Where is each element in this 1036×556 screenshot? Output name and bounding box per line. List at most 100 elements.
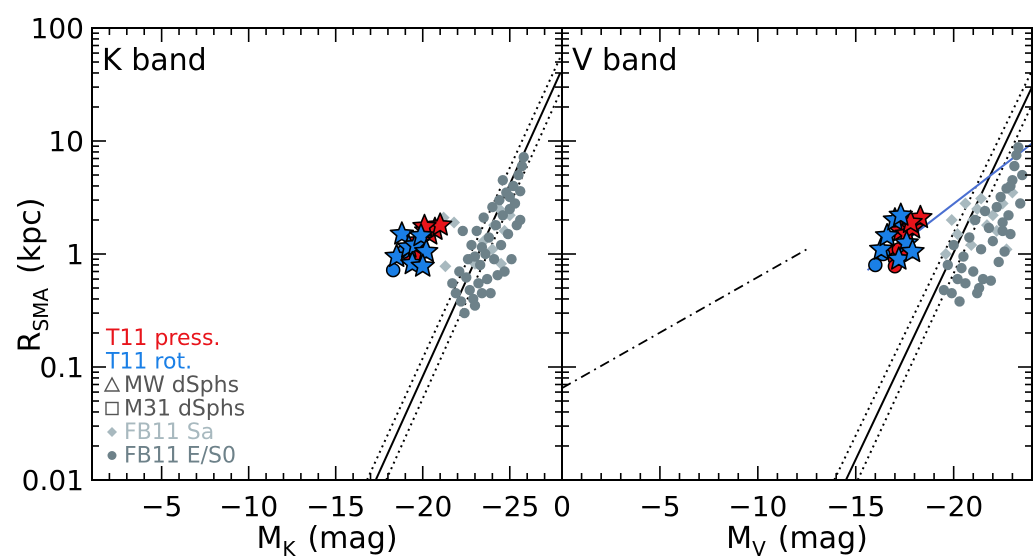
fb11-es0-circle-10 [970,214,981,226]
t11-rot-star-7 [410,253,435,277]
m31-dsph-square-12 [733,317,744,328]
y-tick-label: 0.01 [22,464,84,497]
fb11-es0-circle-4 [952,273,963,285]
x-tick-label: −10 [728,490,787,523]
fb11-sa-diamond-1 [448,216,461,229]
x-tick-label: −25 [480,490,539,523]
fb11-es0-circle-7 [466,239,477,251]
legend-entry-label: FB11 E/S0 [124,444,236,469]
mw-dsph-triangle-14 [780,309,794,321]
mw-dsph-triangle-13 [761,315,775,327]
fb11-es0-circle-42 [504,191,515,203]
fb11-es0-circle-20 [995,191,1006,203]
x-tick-label: −15 [306,490,365,523]
fb11-es0-circle-18 [991,201,1002,213]
fb11-es0-circle-14 [478,212,489,223]
relation-line-dotted-1 [833,70,1032,480]
fb11-es0-circle-22 [999,246,1010,257]
fb11-es0-circle-23 [494,194,505,206]
mw-dsph-triangle-3 [651,372,665,384]
fb11-es0-circle-37 [518,151,529,163]
y-tick-label: 1 [66,238,84,271]
m31-dsph-square-10 [725,293,736,304]
fb11-es0-circle-11 [473,278,484,289]
m31-dsph-square-0 [686,296,697,307]
fb11-sa-diamond-6 [975,192,988,205]
fb11-es0-circle-33 [997,225,1008,237]
y-axis-label-unit: (kpc) [13,198,48,274]
y-axis-label-main: R [13,332,48,353]
t11-rot-circle-0 [385,262,401,278]
fb11-es0-circle-3 [948,239,959,251]
legend-triangle-marker [103,376,121,392]
y-axis-label-sub: SMA [29,288,53,332]
x-axis-label-unit: (mag) [778,521,868,556]
fb11-es0-circle-27 [1009,160,1020,172]
x-axis-label-main: M [726,521,752,556]
legend-entry-label: T11 press. [105,326,220,351]
fb11-es0-circle-4 [457,225,468,237]
relation-line-dotted-2 [385,91,562,480]
panel-plot-area [366,56,562,480]
x-tick-label: −10 [219,490,278,523]
m31-dsph-square-3 [701,311,712,322]
fb11-es0-circle-0 [447,278,458,289]
fb11-es0-circle-29 [1013,142,1024,153]
m31-dsph-square-20 [768,293,779,304]
mw-dsph-triangle-15 [790,306,804,318]
fb11-es0-circle-12 [975,244,987,255]
x-tick-label: −15 [826,490,885,523]
t11-rot-star-0 [869,236,894,260]
series-fb11-es0-circle [938,142,1028,307]
fb11-es0-circle-10 [471,225,482,237]
m31-dsph-square-14 [741,288,752,299]
m31-dsph-square-2 [696,333,707,344]
m31-dsph-square-23 [772,236,783,247]
band-label: V band [572,43,678,78]
y-axis-label: RSMA (kpc) [13,198,53,353]
fb11-sa-diamond-0 [939,248,952,260]
panel-plot-area [562,70,1032,480]
fb11-es0-circle-19 [993,256,1004,268]
mw-dsph-triangle-1 [608,428,622,440]
x-axis-label: MK(mag) [256,521,397,556]
x-axis-label-main: M [256,521,282,556]
fb11-es0-circle-28 [502,228,514,240]
fb11-es0-circle-5 [954,296,965,307]
mw-dsph-triangle-7 [686,306,700,318]
legend-entry-label: T11 rot. [105,350,192,375]
series-t11-rot-star [869,202,925,270]
fb11-es0-circle-17 [987,235,999,247]
fb11-es0-circle-28 [1011,149,1022,161]
fb11-es0-circle-20 [488,253,500,265]
mw-dsph-triangle-0 [584,421,598,433]
x-tick-label: −5 [639,490,680,523]
fb11-es0-circle-12 [474,259,486,271]
fb11-es0-circle-0 [938,284,950,296]
t11-rot-star-3 [888,202,913,226]
fb11-es0-circle-43 [462,253,474,265]
t11-rot-star-1 [874,222,900,247]
series-fb11-es0-circle [447,151,529,319]
mw-dsph-triangle-4 [665,374,679,386]
mw-dsph-triangle-9 [712,351,726,363]
legend-entry-label: FB11 Sa [124,420,214,445]
fb11-es0-circle-34 [513,169,524,181]
fb11-es0-circle-25 [1005,228,1016,240]
y-tick-label: 100 [31,12,84,45]
m31-dsph-square-24 [784,288,795,299]
fb11-es0-circle-44 [476,241,488,253]
fb11-es0-circle-16 [481,273,493,285]
fb11-es0-circle-8 [964,232,975,243]
t11-rot-star-6 [414,238,439,263]
m31-dsph-square-13 [737,333,748,344]
x-axis-label: MV(mag) [726,521,868,556]
mw-dsph-triangle-16 [804,263,818,275]
fb11-es0-circle-41 [497,174,509,186]
fb11-es0-circle-1 [942,259,953,271]
fb11-es0-circle-24 [1003,210,1014,221]
m31-dsph-square-1 [694,315,705,326]
legend-entry-label: MW dSphs [124,373,239,398]
